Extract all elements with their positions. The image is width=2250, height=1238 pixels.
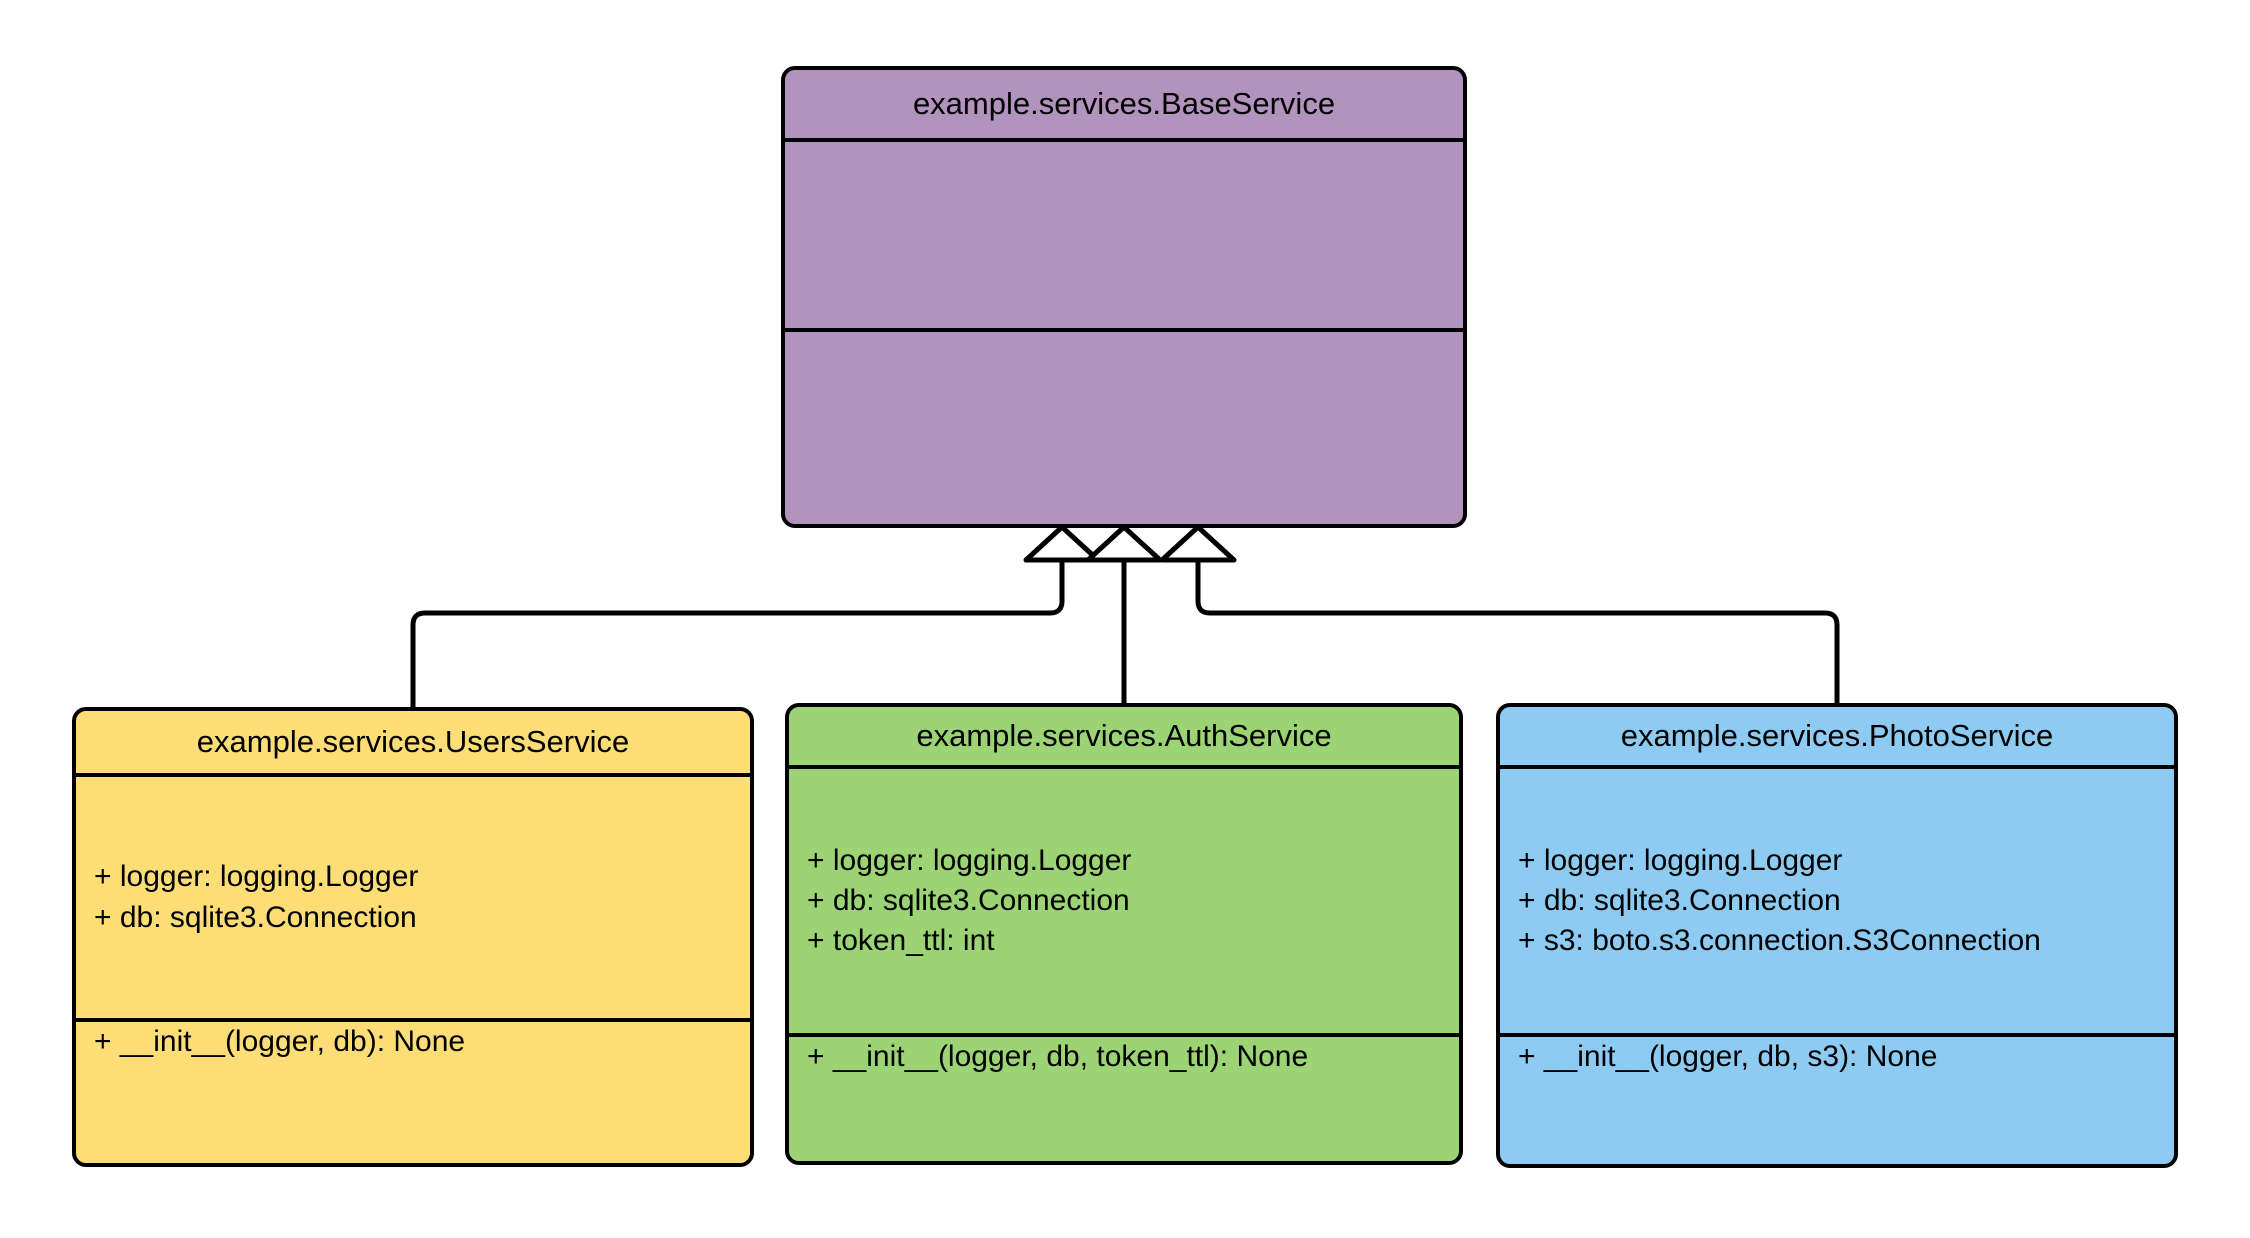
attribute-row: + db: sqlite3.Connection [94, 900, 417, 934]
class-name-auth-service: example.services.AuthService [789, 707, 1459, 769]
method-row: + __init__(logger, db, s3): None [1518, 1040, 1938, 1073]
attribute-row: + db: sqlite3.Connection [807, 883, 1130, 917]
attributes-compartment-base-service [785, 142, 1463, 332]
methods-compartment-users-service: + __init__(logger, db): None [76, 1022, 750, 1062]
generalization-arrowhead-auth [1085, 524, 1163, 563]
attributes-compartment-auth-service: + logger: logging.Logger + db: sqlite3.C… [789, 769, 1459, 1037]
methods-compartment-auth-service: + __init__(logger, db, token_ttl): None [789, 1037, 1459, 1077]
methods-compartment-base-service [785, 332, 1463, 524]
uml-class-users-service[interactable]: example.services.UsersService + logger: … [72, 707, 754, 1167]
attribute-row: + logger: logging.Logger [807, 843, 1132, 877]
method-row: + __init__(logger, db): None [94, 1025, 466, 1058]
method-row: + __init__(logger, db, token_ttl): None [807, 1040, 1309, 1073]
attribute-row: + db: sqlite3.Connection [1518, 883, 1841, 917]
uml-class-auth-service[interactable]: example.services.AuthService + logger: l… [785, 703, 1463, 1165]
attribute-row: + token_ttl: int [807, 924, 995, 958]
attributes-compartment-photo-service: + logger: logging.Logger + db: sqlite3.C… [1500, 769, 2174, 1037]
uml-class-base-service[interactable]: example.services.BaseService [781, 66, 1467, 528]
class-name-base-service: example.services.BaseService [785, 70, 1463, 142]
attribute-row: + logger: logging.Logger [1518, 843, 1843, 877]
edge-users-to-base [410, 554, 1065, 710]
class-name-photo-service: example.services.PhotoService [1500, 707, 2174, 769]
attribute-row: + logger: logging.Logger [94, 860, 419, 894]
class-name-users-service: example.services.UsersService [76, 711, 750, 777]
attributes-compartment-users-service: + logger: logging.Logger + db: sqlite3.C… [76, 777, 750, 1022]
generalization-arrowhead-photo [1159, 524, 1237, 563]
generalization-arrowhead-users [1023, 524, 1101, 563]
uml-class-photo-service[interactable]: example.services.PhotoService + logger: … [1496, 703, 2178, 1168]
methods-compartment-photo-service: + __init__(logger, db, s3): None [1500, 1037, 2174, 1077]
attribute-row: + s3: boto.s3.connection.S3Connection [1518, 924, 2041, 958]
edge-photo-to-base [1195, 554, 1840, 706]
